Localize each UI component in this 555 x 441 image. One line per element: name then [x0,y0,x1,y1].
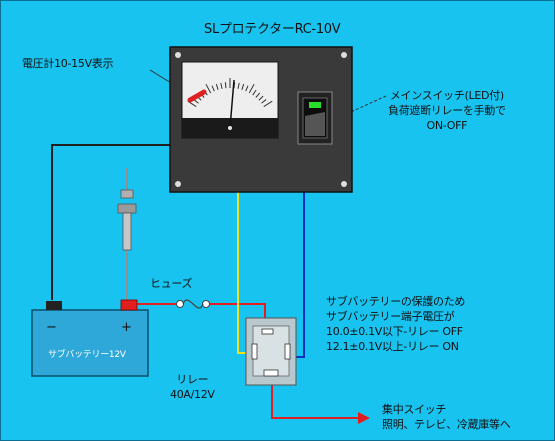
main-switch-line: 負荷遮断リレーを手動で [388,104,506,117]
central-switch-label: 集中スイッチ 照明、テレビ、冷蔵庫等へ [382,402,511,432]
protection-note-line: 12.1±0.1V以上-リレー ON [326,340,459,353]
meter-tick [220,82,223,89]
meter-tick [248,83,255,94]
meter-tick [263,100,273,107]
red-wire [137,303,266,318]
battery-icon [31,299,149,377]
meter-tick [237,82,240,89]
main-switch-line: メインスイッチ(LED付) [389,89,504,102]
analog-meter-icon [181,61,279,139]
meter-tick [215,83,219,90]
central-switch-line: 集中スイッチ [382,403,447,416]
relay-icon [245,317,297,386]
meter-tick [224,82,227,89]
fuse-icon [176,299,210,309]
meter-tick [258,95,264,101]
relay-label-line: 40A/12V [170,388,215,401]
meter-tick [255,92,261,98]
battery-plus-label: + [121,320,132,335]
protection-note-line: 10.0±0.1V以下-リレー OFF [326,325,463,338]
protection-note-line: サブバッテリーの保護のため [326,295,466,308]
black-wire [51,144,170,300]
main-switch-label: メインスイッチ(LED付) 負荷遮断リレーを手動で ON-OFF [388,88,506,133]
protection-note-line: サブバッテリー端子電圧が [326,310,455,323]
central-switch-line: 照明、テレビ、冷蔵庫等へ [382,418,511,431]
output-wire [271,385,360,419]
rocker-switch-icon [297,91,333,145]
battery-minus-label: − [46,320,57,335]
meter-tick [245,85,249,92]
meter-tick [241,83,245,90]
diagram-title: SLプロテクターRC-10V [204,22,341,37]
meter-tick [211,85,215,92]
relay-label-line: リレー [176,373,209,386]
protection-note: サブバッテリーの保護のため サブバッテリー端子電圧が 10.0±0.1V以下-リ… [326,294,465,354]
meter-tick [205,83,212,94]
arrow-right-icon [358,412,370,424]
meter-tick [252,89,257,96]
fuse-label: ヒューズ [150,277,193,290]
battery-name-label: サブバッテリー12V [48,350,126,360]
connector-icon [117,189,137,251]
main-switch-line: ON-OFF [426,119,468,132]
voltmeter-label: 電圧計10-15V表示 [22,57,114,70]
relay-label: リレー 40A/12V [170,372,215,402]
meter-tick [261,99,267,104]
